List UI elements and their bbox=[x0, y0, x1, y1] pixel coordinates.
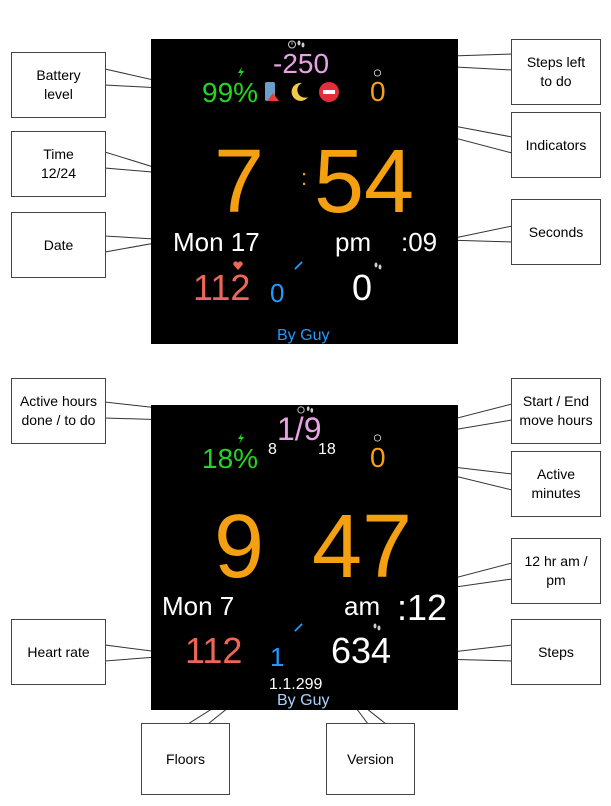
callout-active-minutes: Active minutes bbox=[511, 451, 601, 517]
callout-steps: Steps bbox=[511, 619, 601, 685]
hour-value: 9 bbox=[214, 497, 265, 597]
moon-icon bbox=[291, 82, 308, 101]
start-hour-value: 8 bbox=[268, 441, 277, 458]
callout-active-hours: Active hours done / to do bbox=[11, 378, 106, 444]
credit-text: By Guy bbox=[277, 692, 330, 709]
footsteps-small-icon bbox=[373, 623, 381, 631]
footsteps-small-icon bbox=[374, 262, 382, 270]
steps-left-value: -250 bbox=[273, 48, 330, 79]
ampm-value: am bbox=[344, 591, 381, 621]
minutes-value: 54 bbox=[314, 132, 415, 232]
callout-steps-left: Steps left to do bbox=[511, 39, 601, 105]
credit-text: By Guy bbox=[277, 327, 330, 344]
heart-icon bbox=[233, 261, 243, 270]
ampm-value: pm bbox=[335, 227, 372, 257]
stopwatch-icon bbox=[373, 69, 382, 77]
callout-floors: Floors bbox=[141, 723, 230, 795]
time-colon: : bbox=[301, 165, 308, 190]
heart-rate-value: 112 bbox=[193, 267, 251, 308]
stopwatch-icon bbox=[373, 434, 382, 442]
do-not-disturb-icon bbox=[319, 82, 339, 102]
callout-version: Version bbox=[326, 723, 415, 795]
bolt-icon bbox=[238, 433, 244, 444]
callout-date: Date bbox=[11, 212, 106, 278]
floors-value: 1 bbox=[270, 642, 285, 672]
watchface-screen-2: 1/9 8 18 18% 0 9 47 Mon 7 am :12 112 1 6… bbox=[151, 405, 458, 710]
callout-time-format: Time 12/24 bbox=[11, 131, 106, 197]
stairs-icon bbox=[294, 623, 303, 632]
callout-indicators: Indicators bbox=[511, 112, 601, 178]
active-minutes-value: 0 bbox=[370, 76, 386, 107]
battery-level-value: 18% bbox=[202, 443, 259, 474]
callout-heart-rate: Heart rate bbox=[11, 619, 106, 685]
callout-ampm: 12 hr am / pm bbox=[511, 538, 601, 604]
seconds-value: :09 bbox=[401, 227, 438, 257]
version-text: 1.1.299 bbox=[269, 676, 323, 693]
phone-alert-icon bbox=[265, 82, 279, 101]
end-hour-value: 18 bbox=[318, 441, 336, 458]
heart-rate-value: 112 bbox=[185, 630, 243, 671]
callout-start-end: Start / End move hours bbox=[511, 378, 601, 444]
footsteps-icon bbox=[306, 406, 314, 413]
date-value: Mon 17 bbox=[173, 227, 260, 257]
timer-icon bbox=[288, 40, 296, 49]
hour-value: 7 bbox=[214, 132, 265, 232]
watchface-screen-1: -250 99% 0 7 : 54 Mon 17 pm :09 112 0 0 … bbox=[151, 39, 458, 344]
minutes-value: 47 bbox=[312, 497, 413, 597]
steps-value: 634 bbox=[331, 630, 392, 671]
timer-icon bbox=[297, 406, 305, 414]
active-minutes-value: 0 bbox=[370, 442, 386, 473]
footsteps-icon bbox=[297, 40, 305, 48]
callout-battery-level: Battery level bbox=[11, 52, 106, 118]
callout-seconds: Seconds bbox=[511, 199, 601, 265]
steps-value: 0 bbox=[352, 267, 373, 308]
active-hours-value: 1/9 bbox=[277, 411, 322, 447]
date-value: Mon 7 bbox=[162, 591, 235, 621]
bolt-icon bbox=[238, 67, 244, 78]
floors-value: 0 bbox=[270, 278, 285, 308]
stairs-icon bbox=[294, 261, 303, 270]
battery-level-value: 99% bbox=[202, 77, 259, 108]
seconds-value: :12 bbox=[397, 587, 448, 628]
